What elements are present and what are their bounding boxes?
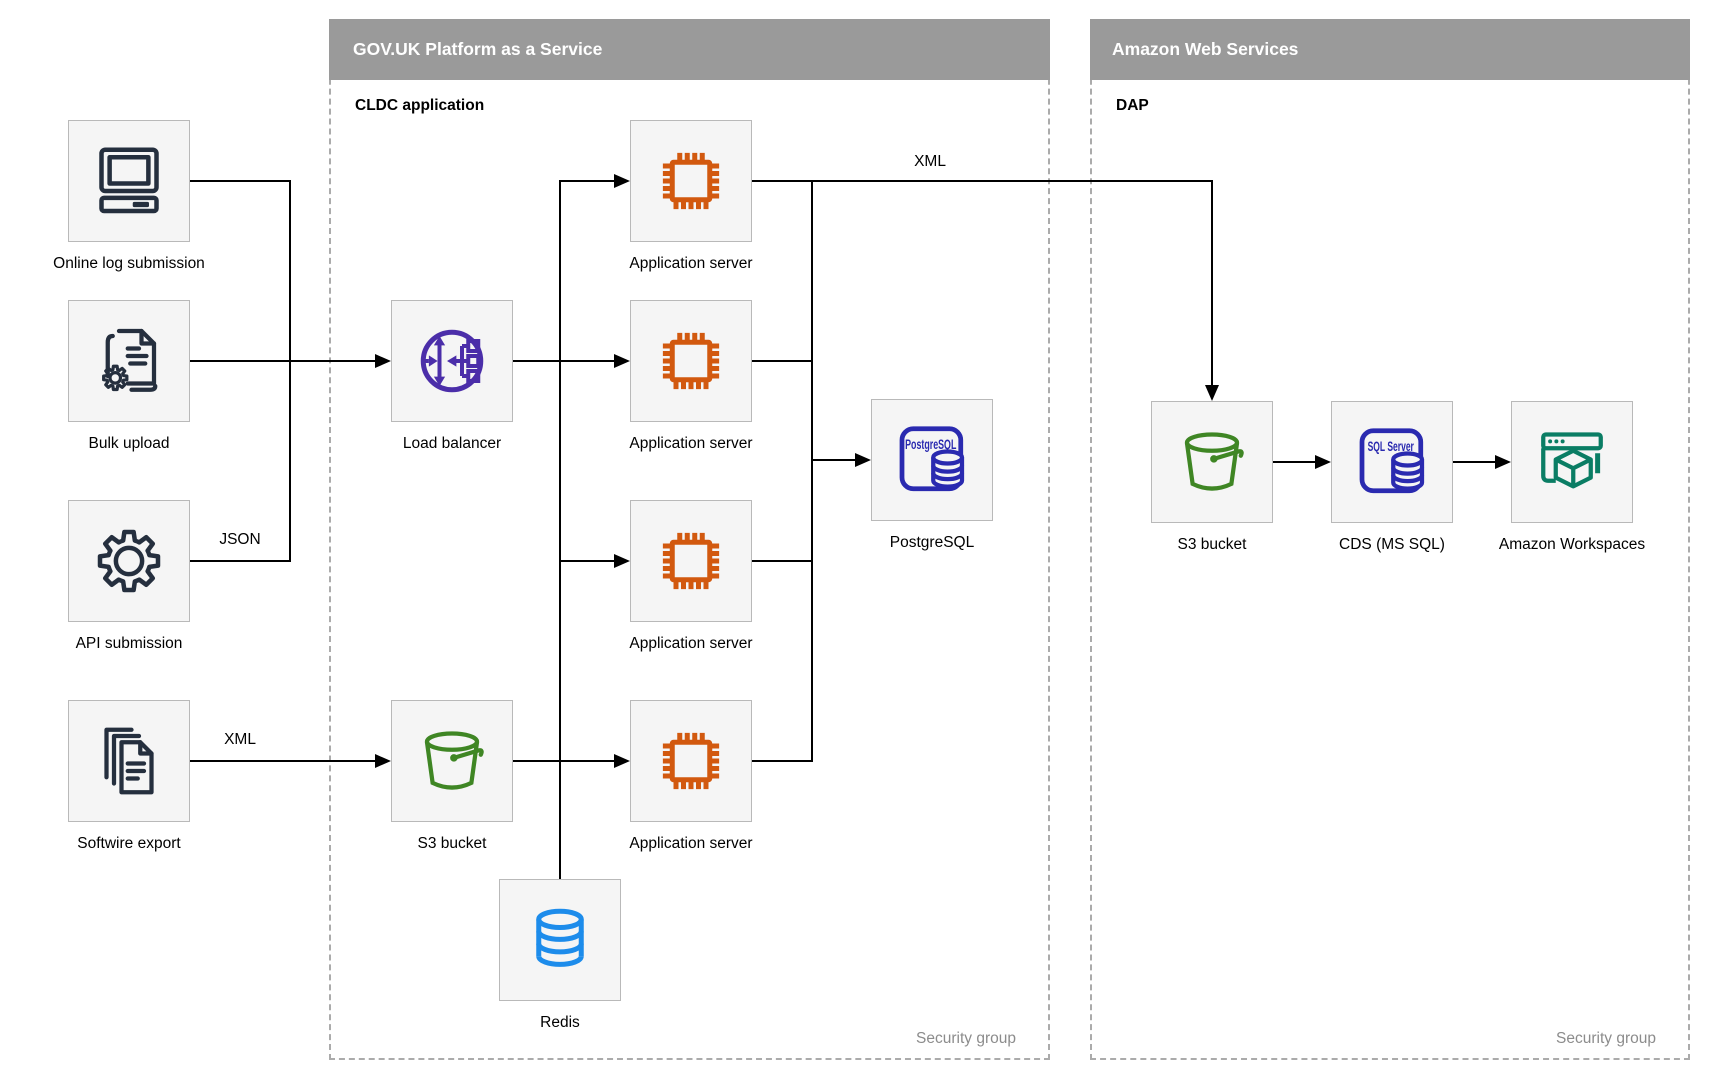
node-app-server-4 [630, 700, 752, 822]
node-label-redis: Redis [540, 1014, 580, 1031]
node-label-softwire-export: Softwire export [77, 835, 181, 852]
node-label-bulk-upload: Bulk upload [88, 435, 170, 452]
node-postgresql: PostgreSQL [871, 399, 993, 521]
zone-aws-security-label: Security group [1556, 1030, 1656, 1047]
edge-cds-to-workspaces [1453, 461, 1495, 463]
chip-icon [662, 732, 720, 790]
arrowhead-into-app2 [614, 353, 630, 368]
node-cds-mssql: SQL Server [1331, 401, 1453, 523]
node-label-postgresql: PostgreSQL [889, 534, 975, 551]
gear-icon [97, 529, 161, 593]
zone-paas-subtitle: CLDC application [355, 97, 485, 114]
node-label-app-server-3: Application server [629, 635, 753, 652]
edge-app3-out [752, 560, 813, 562]
edge-label-xml-top: XML [914, 153, 946, 170]
node-label-s3-bucket-aws: S3 bucket [1177, 536, 1247, 553]
node-s3-bucket-aws [1151, 401, 1273, 523]
node-label-online-log: Online log submission [53, 255, 205, 272]
edge-bus-to-postgres [812, 459, 855, 461]
edge-label-json: JSON [219, 531, 261, 548]
edge-softwire-to-s3 [190, 760, 375, 762]
edge-api-to-junction [190, 560, 291, 562]
node-bulk-upload [68, 300, 190, 422]
edge-app4-out [752, 760, 813, 762]
edge-bulk-to-loadbalancer [190, 360, 375, 362]
s3-bucket-icon [1184, 432, 1244, 491]
desktop-computer-icon [99, 147, 159, 214]
edge-s3-to-cds [1273, 461, 1315, 463]
node-softwire-export [68, 700, 190, 822]
sql-server-icon-text: SQL Server [1368, 439, 1415, 454]
arrowhead-into-s3-mid [375, 753, 391, 768]
postgresql-icon-text: PostgreSQL [905, 437, 956, 452]
edge-label-xml-left: XML [224, 731, 256, 748]
chip-icon [662, 332, 720, 390]
zone-aws-header: Amazon Web Services [1090, 19, 1690, 80]
edge-input-bus [559, 180, 561, 880]
node-label-app-server-4: Application server [629, 835, 753, 852]
zone-paas-header: GOV.UK Platform as a Service [329, 19, 1050, 80]
zone-aws: Amazon Web Services DAP Security group [1090, 19, 1690, 1060]
edge-xml-down-to-s3 [1211, 180, 1213, 386]
edge-bus-to-app3 [560, 560, 614, 562]
zone-paas-title: GOV.UK Platform as a Service [353, 39, 603, 59]
node-amazon-workspaces [1511, 401, 1633, 523]
postgresql-database-icon: PostgreSQL [899, 426, 965, 492]
zone-paas-security-label: Security group [916, 1030, 1016, 1047]
amazon-workspaces-icon [1541, 432, 1603, 489]
arrowhead-into-postgres [855, 452, 871, 467]
node-label-app-server-1: Application server [629, 255, 753, 272]
node-redis [499, 879, 621, 1001]
arrowhead-into-loadbalancer [375, 353, 391, 368]
edge-loadbalancer-out [513, 360, 614, 362]
arrowhead-into-aws-s3 [1204, 385, 1219, 401]
node-load-balancer [391, 300, 513, 422]
node-label-s3-bucket-paas: S3 bucket [417, 835, 487, 852]
edge-onlinelog-to-junction [190, 180, 291, 182]
node-app-server-3 [630, 500, 752, 622]
node-app-server-2 [630, 300, 752, 422]
node-label-cds-mssql: CDS (MS SQL) [1339, 536, 1445, 553]
node-label-amazon-workspaces: Amazon Workspaces [1498, 536, 1646, 553]
edge-app2-out [752, 360, 813, 362]
chip-icon [662, 532, 720, 590]
node-label-load-balancer: Load balancer [402, 435, 502, 452]
node-label-app-server-2: Application server [629, 435, 753, 452]
arrowhead-into-app4 [614, 753, 630, 768]
edge-junction-vertical [289, 180, 291, 562]
arrowhead-into-app3 [614, 553, 630, 568]
edge-bus-to-app1 [560, 180, 614, 182]
node-online-log-submission [68, 120, 190, 242]
zone-aws-title: Amazon Web Services [1112, 39, 1299, 59]
zone-paas: GOV.UK Platform as a Service CLDC applic… [329, 19, 1050, 1060]
node-label-api-submission: API submission [75, 635, 183, 652]
document-stack-icon [104, 727, 154, 795]
node-app-server-1 [630, 120, 752, 242]
sql-server-database-icon: SQL Server [1359, 428, 1425, 494]
redis-database-icon [536, 908, 584, 967]
chip-icon [662, 152, 720, 210]
load-balancer-icon [420, 329, 484, 393]
arrowhead-into-app1 [614, 173, 630, 188]
node-api-submission [68, 500, 190, 622]
arrowhead-into-cds [1315, 454, 1331, 469]
edge-app1-xml-out [752, 180, 1212, 182]
arrowhead-into-workspaces [1495, 454, 1511, 469]
document-gear-icon [89, 328, 158, 392]
node-s3-bucket-paas [391, 700, 513, 822]
edge-s3-to-app4 [513, 760, 614, 762]
zone-aws-subtitle: DAP [1116, 97, 1149, 114]
s3-bucket-icon [424, 731, 484, 790]
edge-output-bus [811, 180, 813, 762]
